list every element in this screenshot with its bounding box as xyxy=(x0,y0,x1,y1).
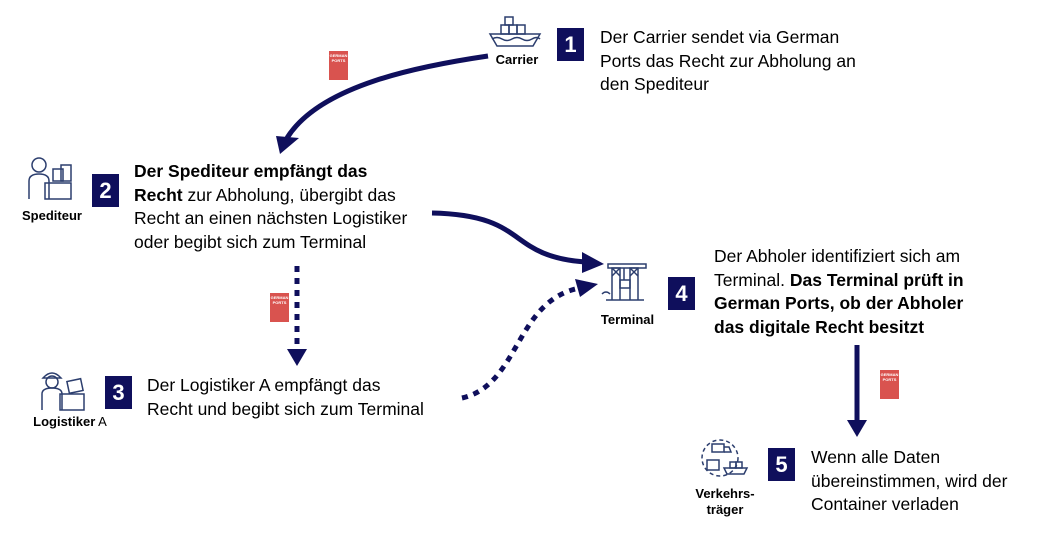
logo-line1: GERMAN xyxy=(329,53,348,58)
terminal-label: Terminal xyxy=(600,312,655,327)
person-with-boxes-icon xyxy=(28,157,72,200)
carrier-label: Carrier xyxy=(495,52,539,67)
step-2-line: Recht an einen nächsten Logistiker xyxy=(134,208,408,228)
arrowhead-logistiker-to-terminal xyxy=(575,279,598,297)
arrowhead-carrier-to-spediteur xyxy=(276,136,299,154)
arrow-spediteur-to-terminal xyxy=(431,210,586,265)
verkehrstraeger-label-line2: träger xyxy=(706,502,744,517)
step-3-line: Recht und begibt sich zum Terminal xyxy=(147,398,424,419)
step-4-line: German Ports, ob der Abholer xyxy=(714,293,964,313)
step-5-line: Container verladen xyxy=(811,494,959,514)
step-3-badge: 3 xyxy=(105,376,132,409)
logo-line2: PORTS xyxy=(882,377,897,382)
step-4-line: Der Abholer identifiziert sich am xyxy=(714,246,961,266)
logo-line1: GERMAN xyxy=(880,372,899,377)
arrowhead-terminal-to-verkehrstraeger xyxy=(847,420,867,437)
logo-line2: PORTS xyxy=(331,58,346,63)
step-4-line-plain: Terminal. xyxy=(714,269,790,290)
crane-icon xyxy=(601,263,647,301)
step-1-line: Der Carrier sendet via German xyxy=(600,27,840,47)
step-2-line: Der Spediteur empfängt das xyxy=(134,161,368,181)
step-2-line-plain: zur Abholung, übergibt das xyxy=(182,184,396,205)
german-ports-logo: GERMAN PORTS xyxy=(270,293,289,322)
step-1-line: Ports das Recht zur Abholung an xyxy=(600,50,856,71)
arrowhead-spediteur-to-terminal xyxy=(582,252,604,273)
transport-vehicles-icon xyxy=(701,439,749,477)
logo-line2: PORTS xyxy=(272,300,287,305)
step-1-line: den Spediteur xyxy=(600,74,709,94)
arrow-carrier-to-spediteur xyxy=(284,53,489,140)
step-3-description: Der Logistiker A empfängt das Recht und … xyxy=(147,374,457,421)
step-2-badge: 2 xyxy=(92,174,119,207)
step-4-line: das digitale Recht besitzt xyxy=(714,316,925,337)
step-5-line: übereinstimmen, wird der xyxy=(811,470,1008,491)
step-5-badge: 5 xyxy=(768,448,795,481)
step-2-description: Der Spediteur empfängt das Recht zur Abh… xyxy=(134,160,444,254)
logistiker-label-bold: Logistiker xyxy=(33,414,96,429)
verkehrstraeger-label: Verkehrs- träger xyxy=(685,486,765,518)
arrowhead-spediteur-to-logistiker xyxy=(287,349,307,366)
step-5-description: Wenn alle Daten übereinstimmen, wird der… xyxy=(811,446,1031,517)
logistiker-label: Logistiker A xyxy=(20,414,120,430)
verkehrstraeger-label-line1: Verkehrs- xyxy=(695,486,755,501)
logistiker-label-plain: A xyxy=(95,414,107,429)
step-3-line: Der Logistiker A empfängt das xyxy=(147,375,381,395)
step-4-description: Der Abholer identifiziert sich am Termin… xyxy=(714,245,1014,339)
step-1-badge: 1 xyxy=(557,28,584,61)
arrow-logistiker-to-terminal xyxy=(461,285,581,401)
worker-with-boxes-icon xyxy=(41,372,85,411)
step-4-line-bold: Das Terminal prüft in xyxy=(789,269,964,290)
step-4-badge: 4 xyxy=(668,277,695,310)
step-1-description: Der Carrier sendet via German Ports das … xyxy=(600,26,900,97)
step-5-line: Wenn alle Daten xyxy=(811,447,941,467)
logo-line1: GERMAN xyxy=(270,295,289,300)
german-ports-logo: GERMAN PORTS xyxy=(880,370,899,399)
step-2-line-bold: Recht xyxy=(134,184,183,205)
spediteur-label: Spediteur xyxy=(22,208,82,223)
german-ports-logo: GERMAN PORTS xyxy=(329,51,348,80)
ship-icon xyxy=(488,16,542,47)
step-2-line: oder begibt sich zum Terminal xyxy=(134,231,367,252)
